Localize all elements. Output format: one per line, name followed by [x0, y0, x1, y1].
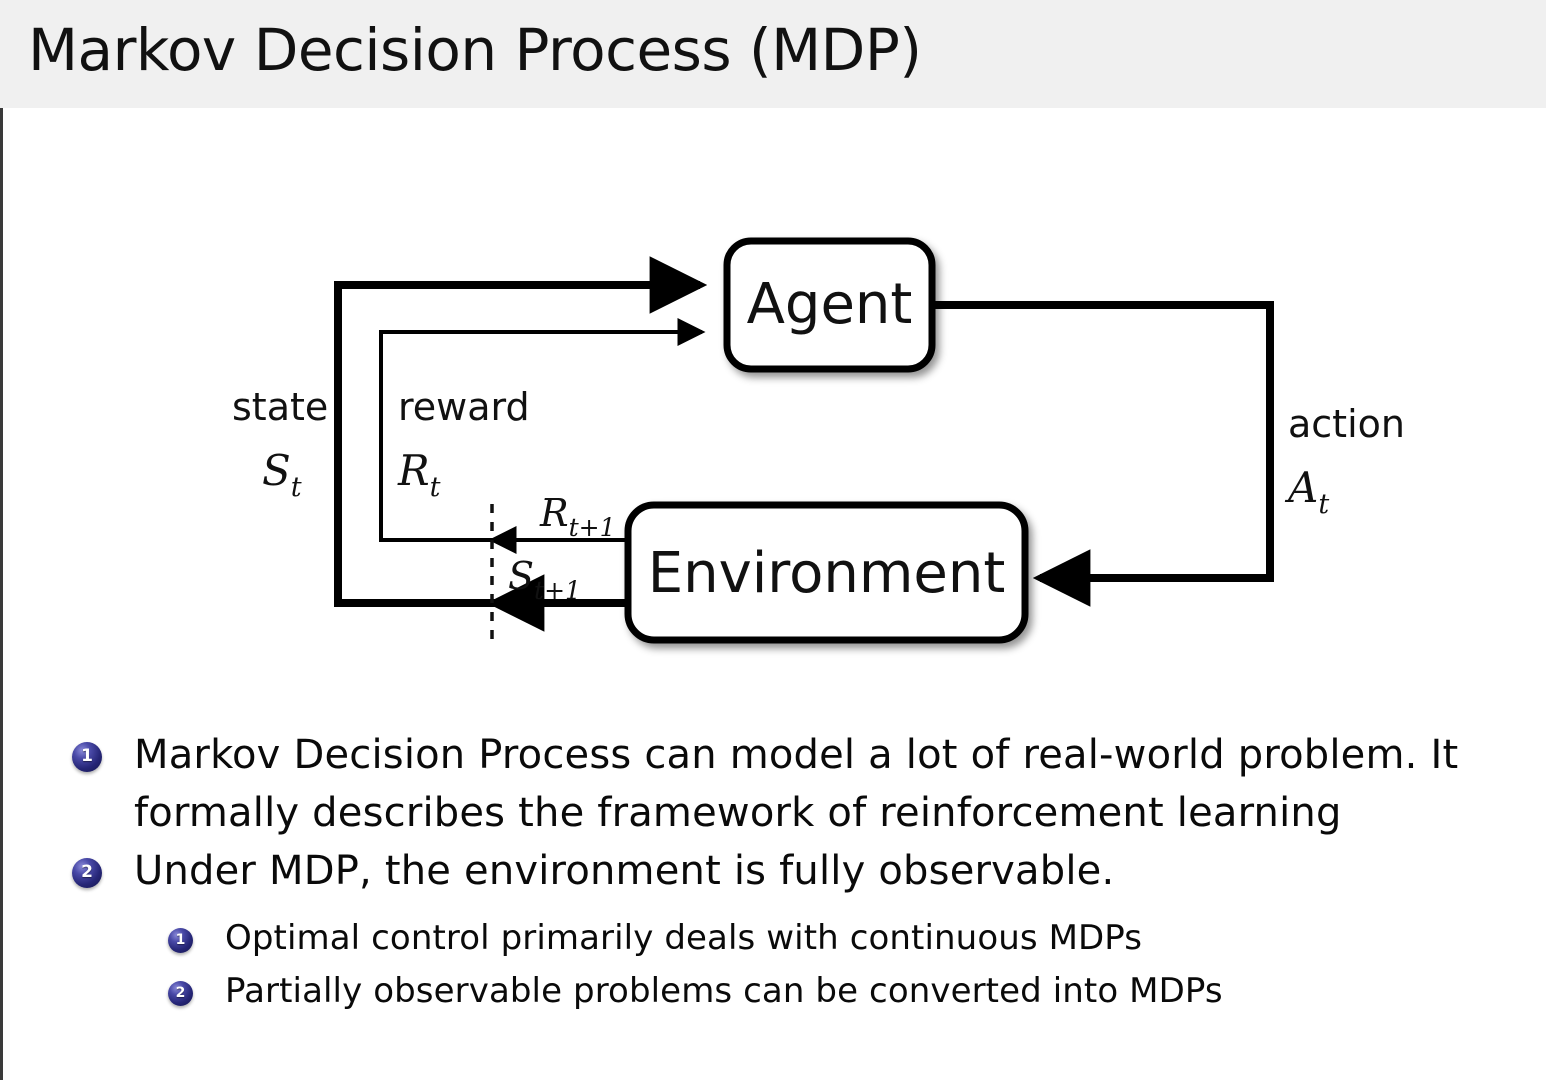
bullet-list: 1 Markov Decision Process can model a lo…: [0, 726, 1546, 1018]
sub-bullet-marker-1: 1: [168, 928, 193, 953]
label-state-word: state: [232, 385, 328, 429]
svg-text:Rt+1: Rt+1: [539, 491, 616, 542]
label-reward-symbol: Rt: [397, 446, 441, 503]
bullet-text-line: Optimal control primarily deals with con…: [225, 918, 1143, 958]
list-item: 1 Optimal control primarily deals with c…: [0, 912, 1546, 965]
bullet-text-line: Under MDP, the environment is fully obse…: [134, 848, 1115, 894]
edge-action-loop: [932, 301, 1274, 607]
list-item: 2 Under MDP, the environment is fully ob…: [0, 842, 1546, 900]
label-action: action At: [1284, 402, 1405, 520]
label-action-word: action: [1288, 402, 1405, 446]
list-item: 1 Markov Decision Process can model a lo…: [0, 726, 1546, 842]
bullet-text-line: formally describes the framework of rein…: [134, 790, 1342, 836]
sub-bullet-marker-2: 2: [168, 981, 193, 1006]
page-title: Markov Decision Process (MDP): [28, 16, 922, 84]
mdp-diagram: Agent Environment state St reward Rt: [0, 108, 1546, 698]
node-agent-label: Agent: [747, 272, 913, 337]
label-reward: reward Rt: [397, 385, 530, 503]
label-state-symbol: St: [262, 446, 302, 503]
label-next-state: St+1: [508, 554, 581, 605]
node-agent[interactable]: Agent: [723, 237, 936, 373]
edge-reward-loop: [379, 318, 706, 542]
bullet-text-line: Markov Decision Process can model a lot …: [134, 732, 1459, 778]
label-state: state St: [232, 385, 328, 503]
label-reward-word: reward: [398, 385, 530, 429]
slide-header-bar: [0, 0, 1546, 108]
bullet-marker-2: 2: [72, 858, 102, 888]
bullet-text-line: Partially observable problems can be con…: [225, 971, 1223, 1011]
list-item: 2 Partially observable problems can be c…: [0, 965, 1546, 1018]
list-spacer: [0, 900, 1546, 912]
node-environment[interactable]: Environment: [624, 501, 1029, 644]
node-environment-label: Environment: [648, 541, 1006, 606]
slide-left-rule: [0, 0, 3, 1080]
bullet-marker-1: 1: [72, 742, 102, 772]
label-next-reward: Rt+1: [539, 491, 616, 542]
svg-text:St+1: St+1: [508, 554, 581, 605]
label-action-symbol: At: [1284, 463, 1329, 520]
edge-state-loop: [334, 256, 708, 607]
